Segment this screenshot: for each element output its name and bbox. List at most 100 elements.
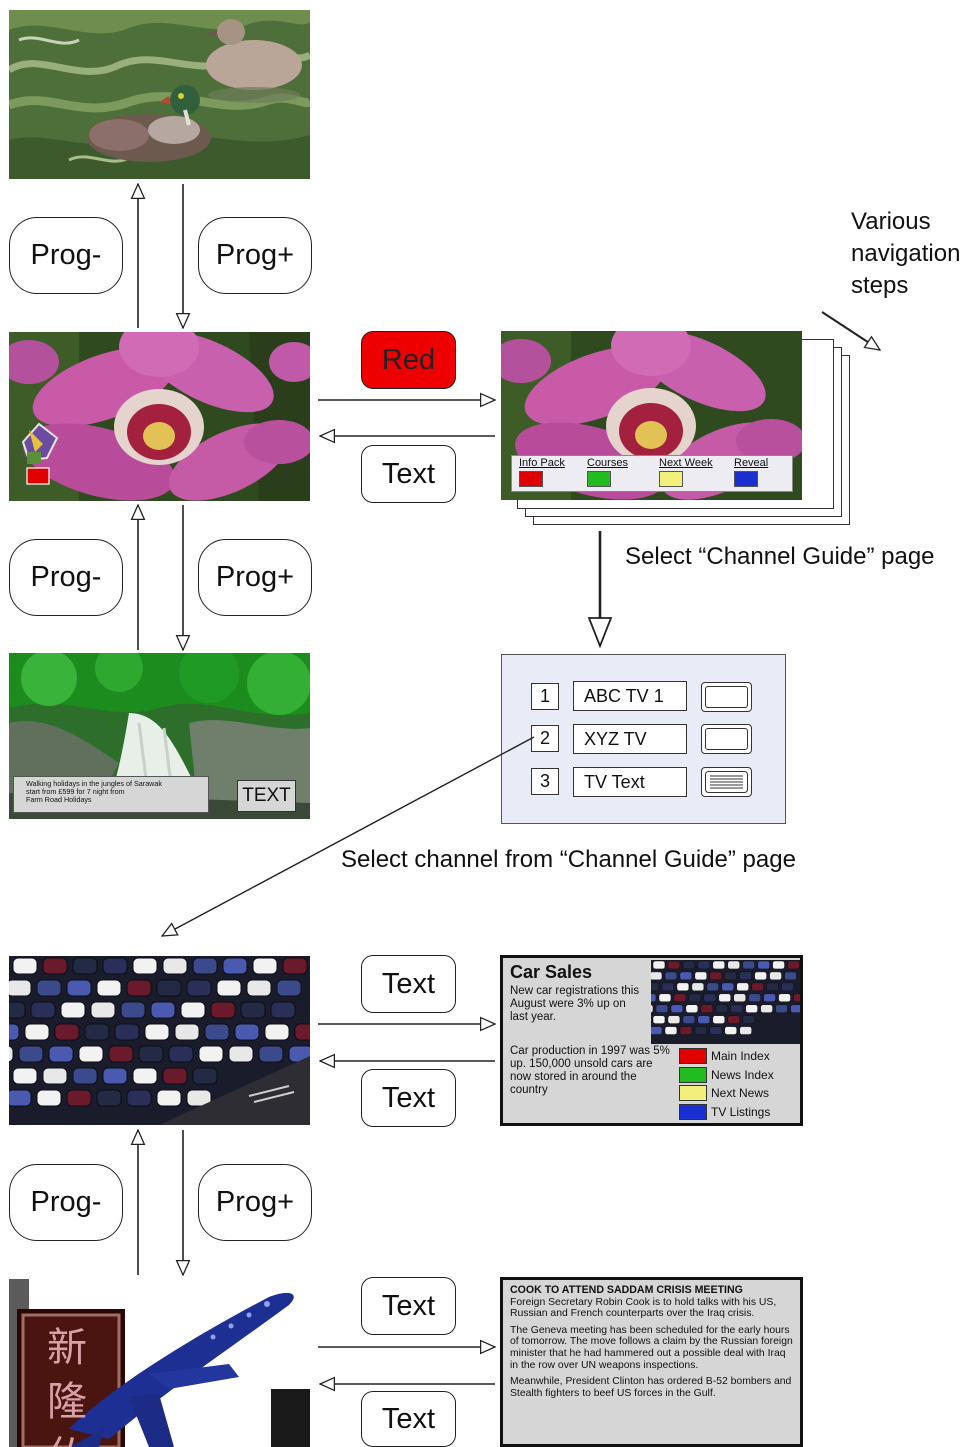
red-button[interactable]: Red xyxy=(361,331,456,389)
arrow-down-guide-head xyxy=(587,617,613,649)
car-sales-para2: Car production in 1997 was 5% up. 150,00… xyxy=(510,1045,670,1096)
parked-car xyxy=(742,1015,755,1024)
parked-car xyxy=(258,1045,284,1063)
car-sales-para1: New car registrations this August were 3… xyxy=(510,985,640,1023)
teletext-screen-icon xyxy=(701,767,752,797)
parked-car xyxy=(739,971,752,981)
parked-car xyxy=(72,1067,98,1085)
parked-car xyxy=(736,982,749,992)
parked-car xyxy=(174,1023,200,1041)
news-para: Foreign Secretary Robin Cook is to hold … xyxy=(510,1296,777,1320)
parked-car xyxy=(120,1001,146,1019)
parked-car xyxy=(703,993,717,1002)
parked-car xyxy=(652,960,666,970)
parked-car xyxy=(679,971,693,981)
parked-car xyxy=(651,1004,654,1013)
parked-car xyxy=(682,960,696,970)
select-channel-caption: Select channel from “Channel Guide” page xyxy=(341,846,796,873)
car-sales-teletext-page: Car Sales New car registrations this Aug… xyxy=(500,955,803,1126)
text-button-3[interactable]: Text xyxy=(361,1069,456,1127)
parked-car xyxy=(766,982,779,992)
prog-minus-button-3[interactable]: Prog- xyxy=(9,1164,123,1241)
next-week-item[interactable]: Next Week xyxy=(659,457,725,489)
parked-car xyxy=(96,1089,122,1107)
parked-car xyxy=(781,982,794,992)
news-teletext-page: COOK TO ATTEND SADDAM CRISIS MEETING For… xyxy=(500,1277,803,1447)
parked-car xyxy=(126,1089,152,1107)
waterfall-image: Walking holidays in the jungles of Saraw… xyxy=(9,653,310,819)
text-button-5[interactable]: Text xyxy=(361,1391,456,1447)
select-guide-caption: Select “Channel Guide” page xyxy=(625,543,935,570)
parked-car xyxy=(709,971,723,981)
waterfall-caption-box: Walking holidays in the jungles of Saraw… xyxy=(13,776,209,813)
blue-key-swatch xyxy=(734,471,758,487)
parked-car xyxy=(78,1045,104,1063)
parked-car xyxy=(724,971,737,981)
green-key-swatch xyxy=(587,471,611,487)
parked-car xyxy=(270,1001,296,1019)
courses-item[interactable]: Courses xyxy=(587,457,647,489)
parked-car xyxy=(727,960,740,970)
channel-number[interactable]: 1 xyxy=(531,683,559,710)
parked-car xyxy=(54,1023,80,1041)
channel-name[interactable]: TV Text xyxy=(573,767,687,797)
channel-number[interactable]: 3 xyxy=(531,768,559,795)
car-park-image xyxy=(9,956,310,1125)
parked-car xyxy=(775,1004,788,1013)
red-key-swatch xyxy=(679,1048,707,1065)
text-button-1[interactable]: Text xyxy=(361,445,456,503)
parked-car xyxy=(706,982,720,992)
next-news-link[interactable]: Next News xyxy=(679,1084,799,1103)
parked-car xyxy=(688,993,702,1002)
main-index-link[interactable]: Main Index xyxy=(679,1047,799,1066)
text-button-2[interactable]: Text xyxy=(361,955,456,1013)
parked-car xyxy=(246,979,272,997)
parked-car xyxy=(84,1023,110,1041)
prog-minus-button-2[interactable]: Prog- xyxy=(9,539,123,616)
tv-listings-link[interactable]: TV Listings xyxy=(679,1103,799,1122)
prog-plus-button-2[interactable]: Prog+ xyxy=(198,539,312,616)
parked-car xyxy=(276,979,302,997)
parked-car xyxy=(691,982,705,992)
parked-car xyxy=(234,1023,260,1041)
parked-car xyxy=(18,1045,44,1063)
channel-name[interactable]: ABC TV 1 xyxy=(573,681,687,711)
news-index-link[interactable]: News Index xyxy=(679,1066,799,1085)
parked-car xyxy=(204,1023,230,1041)
parked-car xyxy=(730,1004,743,1013)
parked-car xyxy=(264,1023,290,1041)
parked-car xyxy=(132,1067,158,1085)
parked-car xyxy=(282,957,308,975)
next-week-item-label: Next Week xyxy=(659,457,713,469)
parked-car xyxy=(156,1089,182,1107)
info-pack-item[interactable]: Info Pack xyxy=(519,457,579,489)
parked-car xyxy=(192,957,218,975)
parked-car xyxy=(102,957,128,975)
caption-line: navigation xyxy=(851,240,961,267)
parked-car xyxy=(682,1015,696,1024)
waterfall-caption-line: Walking holidays in the jungles of Saraw… xyxy=(26,779,162,788)
channel-number[interactable]: 2 xyxy=(531,725,559,752)
parked-car xyxy=(664,971,678,981)
parked-car xyxy=(679,1026,693,1035)
parked-car xyxy=(748,993,761,1002)
waterfall-text-button[interactable]: TEXT xyxy=(237,780,296,812)
parked-car xyxy=(66,979,92,997)
channel-name[interactable]: XYZ TV xyxy=(573,724,687,754)
parked-car xyxy=(763,993,776,1002)
prog-plus-button-3[interactable]: Prog+ xyxy=(198,1164,312,1241)
parked-car xyxy=(210,1001,236,1019)
reveal-item[interactable]: Reveal xyxy=(734,457,789,489)
parked-car xyxy=(769,971,782,981)
prog-minus-button-1[interactable]: Prog- xyxy=(9,217,123,294)
news-headline: COOK TO ATTEND SADDAM CRISIS MEETING xyxy=(510,1284,743,1296)
red-key-swatch xyxy=(519,471,543,487)
prog-plus-button-1[interactable]: Prog+ xyxy=(198,217,312,294)
parked-car xyxy=(760,1004,773,1013)
sign-char-1: 新 xyxy=(47,1325,87,1371)
parked-car xyxy=(9,1089,32,1107)
tv-screen-icon xyxy=(701,682,752,712)
caption-line: Various xyxy=(851,208,931,235)
text-button-4[interactable]: Text xyxy=(361,1277,456,1335)
